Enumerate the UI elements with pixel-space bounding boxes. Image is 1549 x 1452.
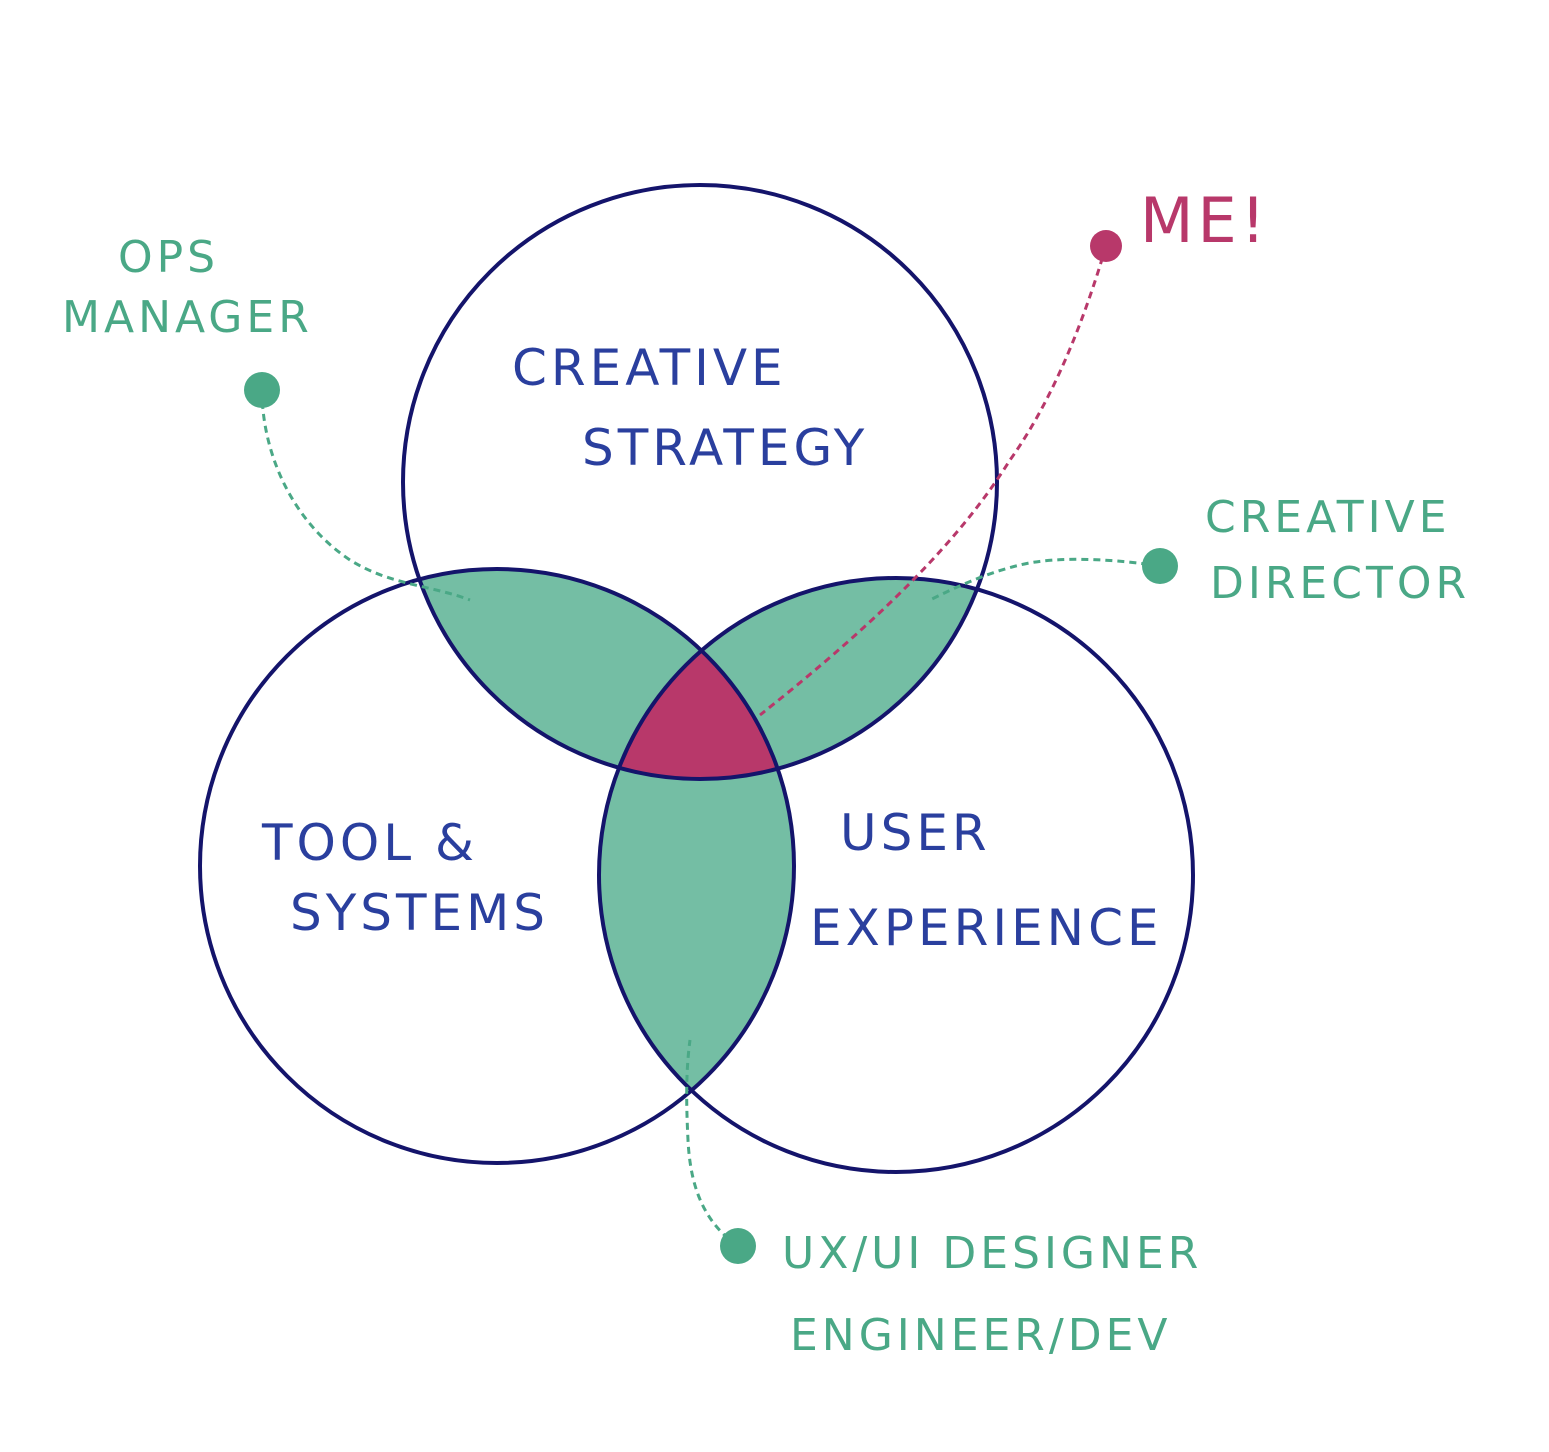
ops-manager-label-line1: OPS	[118, 232, 219, 283]
leader-ops-manager	[260, 389, 471, 602]
tool-systems-label-line1: TOOL &	[261, 814, 478, 872]
ux-ui-label-line1: UX/UI DESIGNER	[782, 1228, 1202, 1279]
creative-strategy-label-line1: CREATIVE	[512, 339, 787, 397]
ux-ui-dot-icon	[720, 1228, 756, 1264]
user-experience-label-line2: EXPERIENCE	[810, 899, 1163, 957]
leader-me	[759, 245, 1108, 717]
ops-manager-dot-icon	[244, 372, 280, 408]
leader-creative-director	[929, 557, 1161, 602]
circle-tool-systems	[198, 567, 796, 1165]
creative-strategy-label-line2: STRATEGY	[582, 419, 868, 477]
circle-creative-strategy	[401, 183, 999, 781]
me-label: ME!	[1140, 184, 1270, 257]
ux-ui-label-line2: ENGINEER/DEV	[790, 1310, 1171, 1361]
leader-ux-ui	[685, 1039, 739, 1248]
ops-manager-label-line2: MANAGER	[62, 292, 313, 343]
center-overlap	[599, 578, 794, 779]
user-experience-label-line1: USER	[840, 804, 991, 862]
tool-systems-label-line2: SYSTEMS	[290, 884, 549, 942]
creative-director-label-line1: CREATIVE	[1205, 492, 1451, 543]
circle-user-experience	[597, 576, 1195, 1174]
me-dot-icon	[1090, 230, 1122, 262]
creative-director-label-line2: DIRECTOR	[1210, 558, 1470, 609]
creative-director-dot-icon	[1142, 548, 1178, 584]
